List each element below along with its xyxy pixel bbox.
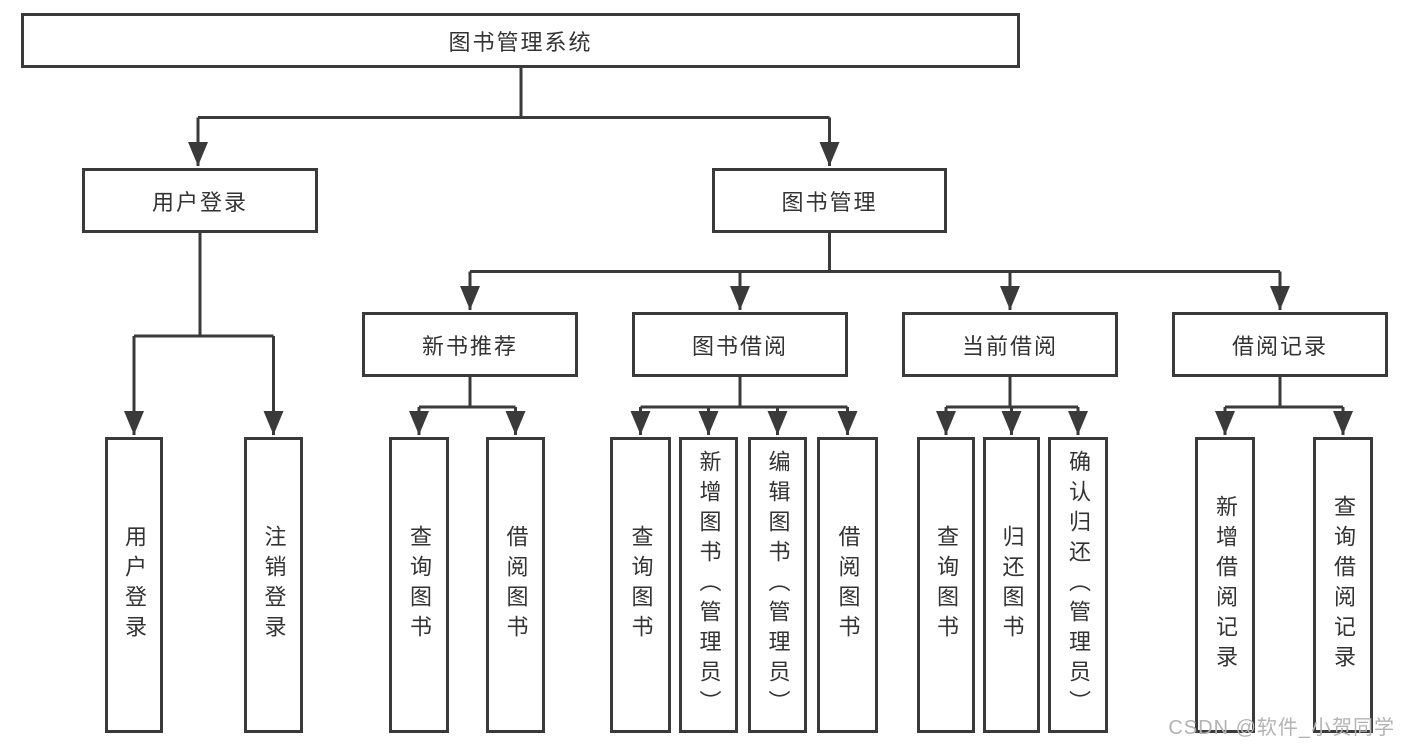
node-current-borrowing: 当前借阅: [902, 312, 1118, 377]
leaf-label: 确认归还（管理员）: [1066, 450, 1091, 720]
leaf-add-books-admin: 新增图书（管理员）: [679, 437, 738, 733]
leaf-label: 注销登录: [261, 525, 287, 645]
node-book-borrowing: 图书借阅: [632, 312, 848, 377]
node-label: 借阅记录: [1231, 333, 1328, 359]
leaf-borrow-books-borrowing: 借阅图书: [817, 437, 878, 733]
node-book-management: 图书管理: [712, 168, 947, 233]
leaf-label: 借阅图书: [835, 525, 861, 645]
leaf-label: 查询借阅记录: [1331, 495, 1356, 675]
node-label: 当前借阅: [961, 333, 1058, 359]
node-label: 新书推荐: [421, 333, 518, 359]
leaf-user-login: 用户登录: [105, 437, 163, 733]
leaf-label: 借阅图书: [503, 525, 529, 645]
leaf-label: 归还图书: [999, 525, 1025, 645]
leaf-label: 新增图书（管理员）: [696, 450, 722, 720]
leaf-label: 编辑图书（管理员）: [765, 450, 791, 720]
node-label: 图书管理系统: [448, 29, 593, 55]
leaf-label: 新增借阅记录: [1213, 495, 1238, 675]
node-label: 用户登录: [151, 189, 248, 215]
leaf-label: 查询图书: [628, 525, 654, 645]
leaf-label: 用户登录: [122, 525, 147, 645]
node-borrowing-records: 借阅记录: [1172, 312, 1388, 377]
leaf-confirm-return-admin: 确认归还（管理员）: [1048, 437, 1108, 733]
leaf-label: 查询图书: [407, 525, 432, 645]
node-user-login: 用户登录: [82, 168, 318, 233]
leaf-query-books-current: 查询图书: [917, 437, 975, 733]
leaf-edit-books-admin: 编辑图书（管理员）: [748, 437, 807, 733]
leaf-return-books: 归还图书: [983, 437, 1040, 733]
leaf-query-books-borrowing: 查询图书: [610, 437, 671, 733]
leaf-logout: 注销登录: [244, 437, 303, 733]
node-root: 图书管理系统: [21, 13, 1020, 68]
node-label: 图书管理: [781, 189, 878, 215]
leaf-query-borrow-record: 查询借阅记录: [1313, 437, 1373, 733]
connector-rails: [134, 68, 1343, 409]
leaf-query-books-recommend: 查询图书: [389, 437, 449, 733]
leaf-label: 查询图书: [934, 525, 959, 645]
leaf-add-borrow-record: 新增借阅记录: [1195, 437, 1255, 733]
leaf-borrow-books-recommend: 借阅图书: [486, 437, 545, 733]
node-label: 图书借阅: [691, 333, 788, 359]
node-new-book-recommend: 新书推荐: [362, 312, 578, 377]
